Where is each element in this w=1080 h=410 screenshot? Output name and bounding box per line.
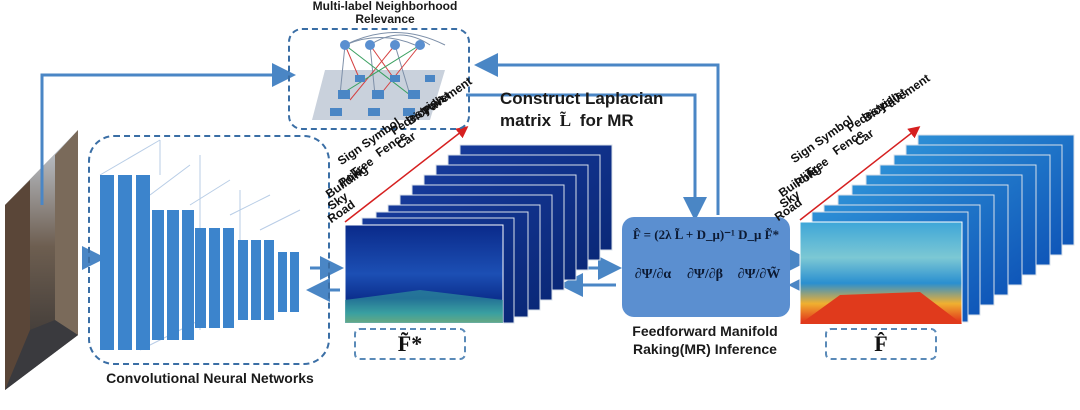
fhat-map-stack (799, 134, 1075, 325)
mr-deriv-beta: ∂Ψ/∂β (686, 267, 724, 282)
class-axis-arrow-left (344, 126, 469, 223)
mr-equation: F̂ = (2λ L̃ + D_μ)⁻¹ D_μ F̃* (632, 227, 780, 242)
mr-caption-line1: Feedforward Manifold (632, 323, 778, 339)
graph-nodes (340, 40, 425, 50)
mr-inference-box: F̂ = (2λ L̃ + D_μ)⁻¹ D_μ F̃* ∂Ψ/∂α ∂Ψ/∂β… (622, 217, 790, 317)
mr-deriv-w: ∂Ψ/∂W̃ (737, 267, 781, 282)
mr-deriv-alpha: ∂Ψ/∂α (634, 267, 672, 282)
laplacian-line1: Construct Laplacian (500, 89, 664, 108)
input-street-image (5, 130, 78, 390)
laplacian-prefix: matrix (500, 111, 552, 130)
fstar-label-box: F̃* (354, 328, 466, 360)
mr-caption-line2: Raking(MR) Inference (633, 341, 777, 357)
laplacian-suffix: for MR (579, 111, 634, 130)
laplacian-symbol: L̃ (559, 111, 572, 130)
neighborhood-title: Multi-label Neighborhood Relevance (312, 0, 458, 26)
cnn-label: Convolutional Neural Networks (106, 370, 314, 386)
fstar-map-stack (344, 144, 613, 324)
class-axis-arrow-right (799, 126, 921, 221)
feedback-arrows (40, 53, 812, 302)
cnn-box (88, 135, 330, 365)
fhat-label-box: F̂ (825, 328, 937, 360)
cnn-layers (99, 139, 301, 351)
mr-caption: Feedforward Manifold Raking(MR) Inferenc… (600, 322, 810, 358)
neighborhood-graph (312, 32, 446, 120)
laplacian-caption: Construct Laplacian matrix L̃ for MR (500, 88, 663, 132)
neighborhood-box (288, 28, 470, 130)
laplacian-line2: matrix L̃ for MR (500, 110, 663, 132)
cnn-blocks (100, 175, 299, 350)
